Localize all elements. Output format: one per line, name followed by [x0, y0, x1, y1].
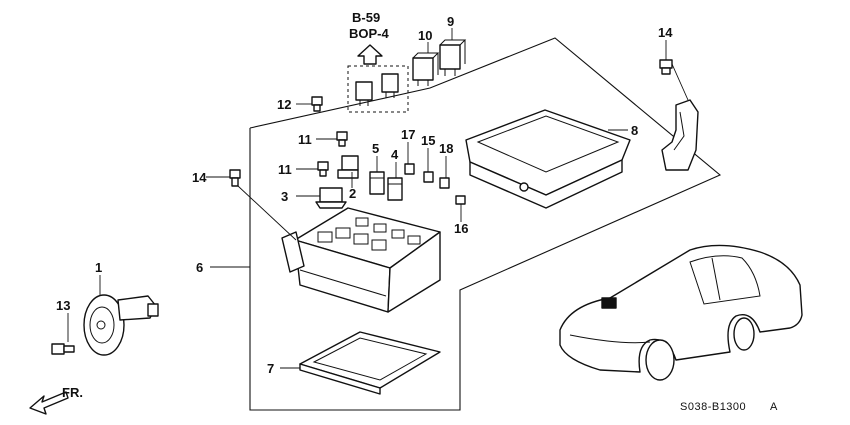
vehicle-location-car [559, 244, 803, 381]
ref-label-b59: B-59 [352, 10, 380, 25]
relay-3 [315, 187, 347, 209]
bolt-11-lower [317, 161, 329, 177]
horn-1 [83, 294, 159, 356]
callout-11-upper: 11 [298, 132, 312, 147]
fuse-5 [369, 171, 385, 195]
relay-10 [412, 52, 440, 86]
callout-13: 13 [56, 298, 70, 313]
callout-6: 6 [196, 260, 203, 275]
leader-lines [67, 28, 689, 369]
fuse-15 [423, 171, 434, 183]
ref-arrow-icon [357, 44, 383, 65]
relay-optional-left [355, 81, 373, 106]
callout-7: 7 [267, 361, 274, 376]
callout-11-lower: 11 [278, 162, 292, 177]
direction-label: FR. [62, 385, 83, 400]
callout-3: 3 [281, 189, 288, 204]
fuse-16 [455, 195, 466, 205]
fuse-17 [404, 163, 415, 175]
callout-2: 2 [349, 186, 356, 201]
bolt-14-left [229, 169, 241, 187]
callout-14-left: 14 [192, 170, 207, 185]
callout-15: 15 [421, 133, 435, 148]
fuse-box-lower-cover-7 [299, 331, 441, 395]
bolt-14-right [659, 59, 673, 75]
bolt-11-upper [336, 131, 348, 147]
callout-9: 9 [447, 14, 454, 29]
relay-group-dashed-box [347, 65, 409, 113]
relay-box-6 [281, 207, 441, 313]
drawing-code: S038-B1300 [680, 401, 746, 413]
callout-5: 5 [372, 141, 379, 156]
ref-label-bop4: BOP-4 [349, 26, 390, 41]
callout-17: 17 [401, 127, 415, 142]
drawing-revision: A [770, 401, 778, 413]
callout-1: 1 [95, 260, 102, 275]
fuse-box-cover-8 [465, 109, 631, 209]
fuse-4 [387, 177, 403, 201]
bolt-13 [51, 343, 75, 355]
fuse-18 [439, 177, 450, 189]
callout-10: 10 [418, 28, 432, 43]
callout-18: 18 [439, 141, 453, 156]
callout-16: 16 [454, 221, 468, 236]
callout-8: 8 [631, 123, 638, 138]
assembly-frame [249, 37, 722, 411]
mounting-bracket [661, 99, 699, 171]
callout-14-right: 14 [658, 25, 673, 40]
callout-4: 4 [391, 147, 399, 162]
bolt-12 [311, 96, 323, 112]
callout-12: 12 [277, 97, 291, 112]
relay-optional-right [381, 73, 399, 98]
front-direction-arrow-icon [29, 391, 69, 415]
relay-9 [439, 39, 467, 76]
relay-2 [337, 155, 359, 179]
relay-box-sockets [317, 217, 421, 251]
